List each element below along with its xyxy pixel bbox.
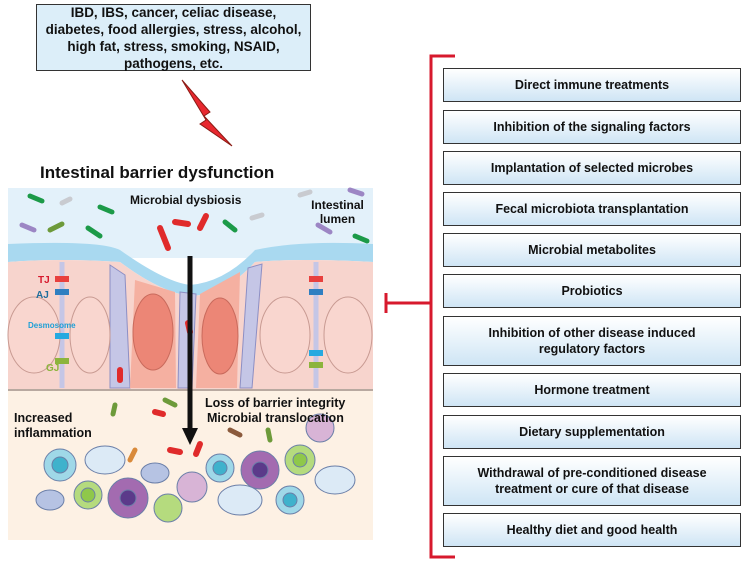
inhibition-bracket — [384, 54, 455, 559]
label-aj: AJ — [36, 290, 49, 301]
treatment-item: Direct immune treatments — [443, 68, 741, 102]
treatment-item: Fecal microbiota transplantation — [443, 192, 741, 226]
treatment-item: Inhibition of the signaling factors — [443, 110, 741, 144]
treatment-item: Probiotics — [443, 274, 741, 308]
treatment-item: Inhibition of other disease induced regu… — [443, 316, 741, 366]
immune-cells — [35, 413, 356, 523]
bacteria — [19, 187, 370, 463]
treatment-item: Withdrawal of pre-conditioned disease tr… — [443, 456, 741, 506]
label-tj: TJ — [38, 275, 50, 286]
label-lumen: Intestinal lumen — [311, 198, 364, 226]
label-dysbiosis: Microbial dysbiosis — [130, 193, 242, 207]
treatment-item: Implantation of selected microbes — [443, 151, 741, 185]
mucus-layer — [8, 242, 373, 296]
nucleus — [7, 296, 61, 374]
diagram-title: Intestinal barrier dysfunction — [40, 163, 275, 182]
causes-box: IBD, IBS, cancer, celiac disease, diabet… — [36, 4, 311, 71]
treatment-item: Dietary supplementation — [443, 415, 741, 449]
label-desmosome: Desmosome — [28, 321, 76, 330]
lightning-bolt-icon — [181, 79, 233, 147]
treatment-item: Microbial metabolites — [443, 233, 741, 267]
treatment-item: Healthy diet and good health — [443, 513, 741, 547]
label-inflammation: Increased inflammation — [14, 411, 92, 440]
treatment-item: Hormone treatment — [443, 373, 741, 407]
label-gj: GJ — [46, 363, 60, 374]
label-loss: Loss of barrier integrity — [205, 396, 346, 410]
label-translocation: Microbial translocation — [207, 411, 344, 425]
